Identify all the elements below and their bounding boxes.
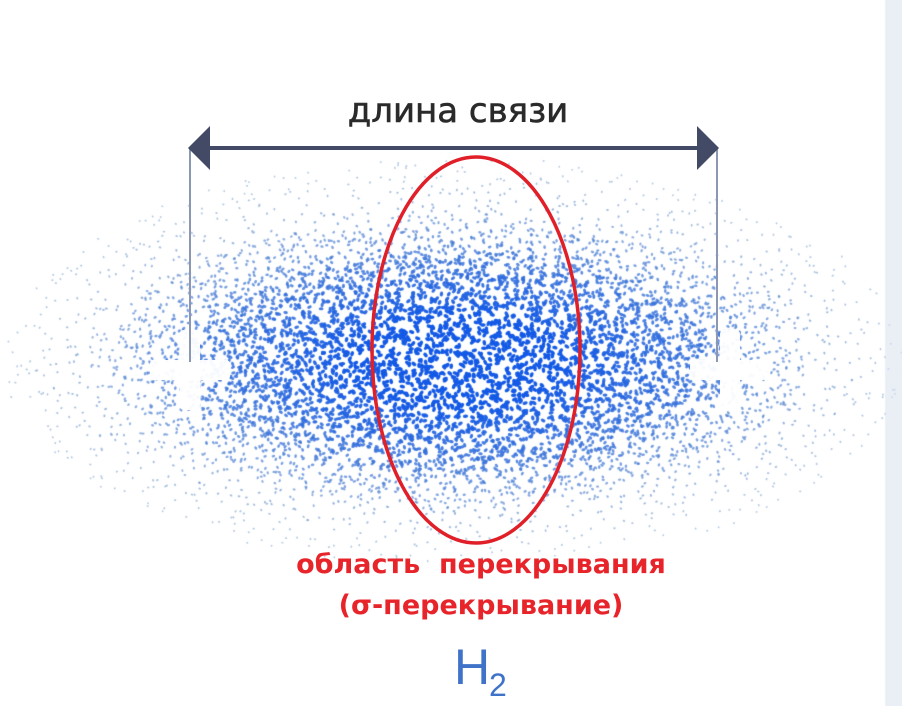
- molecule-subscript: 2: [489, 667, 507, 703]
- plus-icon-vertical: [180, 330, 200, 410]
- molecule-symbol: H: [454, 639, 490, 695]
- bond-length-indicator: длина связи: [188, 91, 719, 362]
- nucleus-right: [690, 330, 770, 410]
- nucleus-left: [150, 330, 230, 410]
- overlap-label-line2: (σ-перекрывание): [339, 590, 624, 621]
- molecule-formula: H 2: [454, 639, 507, 703]
- plus-icon-vertical: [720, 330, 740, 410]
- double-arrow-icon-left-head: [188, 126, 210, 170]
- double-arrow-icon-right-head: [697, 126, 719, 170]
- overlap-label-line1: область перекрывания: [296, 549, 666, 580]
- overlap-region-ellipse: [370, 155, 582, 545]
- bond-length-label: длина связи: [348, 91, 569, 131]
